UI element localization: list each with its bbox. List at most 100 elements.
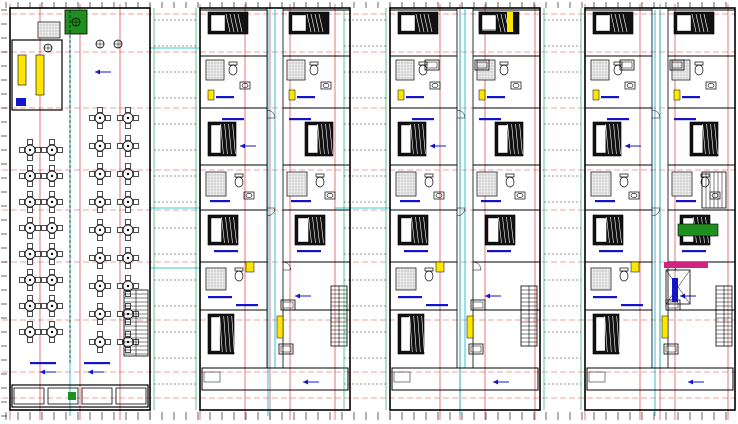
balcony (586, 367, 734, 391)
wc-icon (700, 173, 710, 188)
panel-ground-floor-restaurant (9, 7, 151, 411)
door-swing (651, 207, 661, 217)
table-center (98, 172, 102, 176)
bed-fold (423, 216, 427, 244)
bed-fold (617, 123, 621, 155)
bed-fold (422, 123, 426, 155)
bed-icon (397, 11, 439, 35)
outer-wall (9, 7, 151, 411)
bed-fold (310, 13, 316, 33)
room-label-bar (593, 296, 617, 299)
bed-fold (702, 123, 706, 155)
door-swing (266, 109, 276, 119)
chair (133, 199, 139, 205)
door-swing (282, 261, 292, 271)
bed-fold (410, 123, 414, 155)
table-top (94, 280, 106, 292)
bed-fold (614, 216, 618, 244)
table-center (126, 256, 130, 260)
table-top (94, 252, 106, 264)
bed-fold (316, 216, 320, 244)
tile-pattern (395, 267, 417, 291)
chair (105, 227, 111, 233)
arrow-head (240, 143, 245, 149)
room-label-bar (84, 362, 110, 365)
wc-icon (228, 61, 238, 76)
kitchen-counter (17, 54, 27, 86)
basin-bowl (241, 83, 249, 89)
dining-table-icon (41, 243, 63, 265)
tile-pattern (37, 21, 61, 39)
table-top (122, 196, 134, 208)
chair (19, 251, 25, 257)
tile-pattern (395, 59, 415, 81)
bed-fold (604, 315, 608, 353)
room-label-bar (236, 304, 258, 307)
chair (41, 251, 47, 257)
bed-fold (314, 13, 320, 33)
door-arc (651, 207, 661, 217)
bed-pillow (497, 124, 509, 154)
room-label-bar (222, 118, 244, 121)
sofa-icon (278, 343, 294, 355)
chair (97, 275, 103, 281)
chair (49, 217, 55, 223)
bed-fold (511, 123, 515, 155)
bed-fold (223, 315, 227, 353)
room-label-bar (599, 250, 623, 253)
bed-fold (703, 13, 709, 33)
wc-tank (619, 173, 629, 178)
chair (133, 227, 139, 233)
chair (133, 171, 139, 177)
chair (27, 181, 33, 187)
table-top (46, 222, 58, 234)
table-top (122, 168, 134, 180)
chair (97, 303, 103, 309)
bed-icon (592, 214, 624, 246)
dimension-strip (153, 8, 197, 410)
panel-typical-floor-a (199, 7, 351, 411)
table-top (24, 300, 36, 312)
bed-pillow (400, 14, 416, 32)
basin-rim (628, 191, 640, 200)
tree-icon (95, 39, 105, 49)
door-arc (266, 207, 276, 217)
bed-fold (515, 123, 519, 155)
bed-fold (427, 13, 433, 33)
table-center (50, 200, 54, 204)
arrow-head (295, 293, 300, 299)
chair (125, 207, 131, 213)
room-label-bar (289, 118, 311, 121)
bed-icon (207, 313, 235, 355)
tree-icon (113, 39, 123, 49)
arrow-head (40, 369, 45, 375)
bed-pillow (291, 14, 307, 32)
wc-tank (315, 173, 325, 178)
dining-table-icon (89, 275, 111, 297)
chair (27, 321, 33, 327)
chair (19, 147, 25, 153)
chair (97, 151, 103, 157)
bed-pillow (210, 316, 221, 352)
chair (117, 199, 123, 205)
sofa-seat (474, 59, 490, 71)
room-label-bar (607, 118, 629, 121)
bed-fold (622, 13, 628, 33)
bed-icon (592, 313, 620, 355)
basin-bowl (630, 193, 638, 199)
chair (117, 227, 123, 233)
room-label-bar (682, 96, 700, 99)
bed-icon (397, 214, 429, 246)
chair (125, 135, 131, 141)
table-center (50, 226, 54, 230)
chair (27, 285, 33, 291)
table-top (46, 144, 58, 156)
basin-icon (624, 81, 636, 90)
chair (41, 303, 47, 309)
chair (105, 143, 111, 149)
dining-table-icon (117, 107, 139, 129)
bed-fold (232, 123, 236, 155)
table-center (126, 284, 130, 288)
chair (125, 179, 131, 185)
